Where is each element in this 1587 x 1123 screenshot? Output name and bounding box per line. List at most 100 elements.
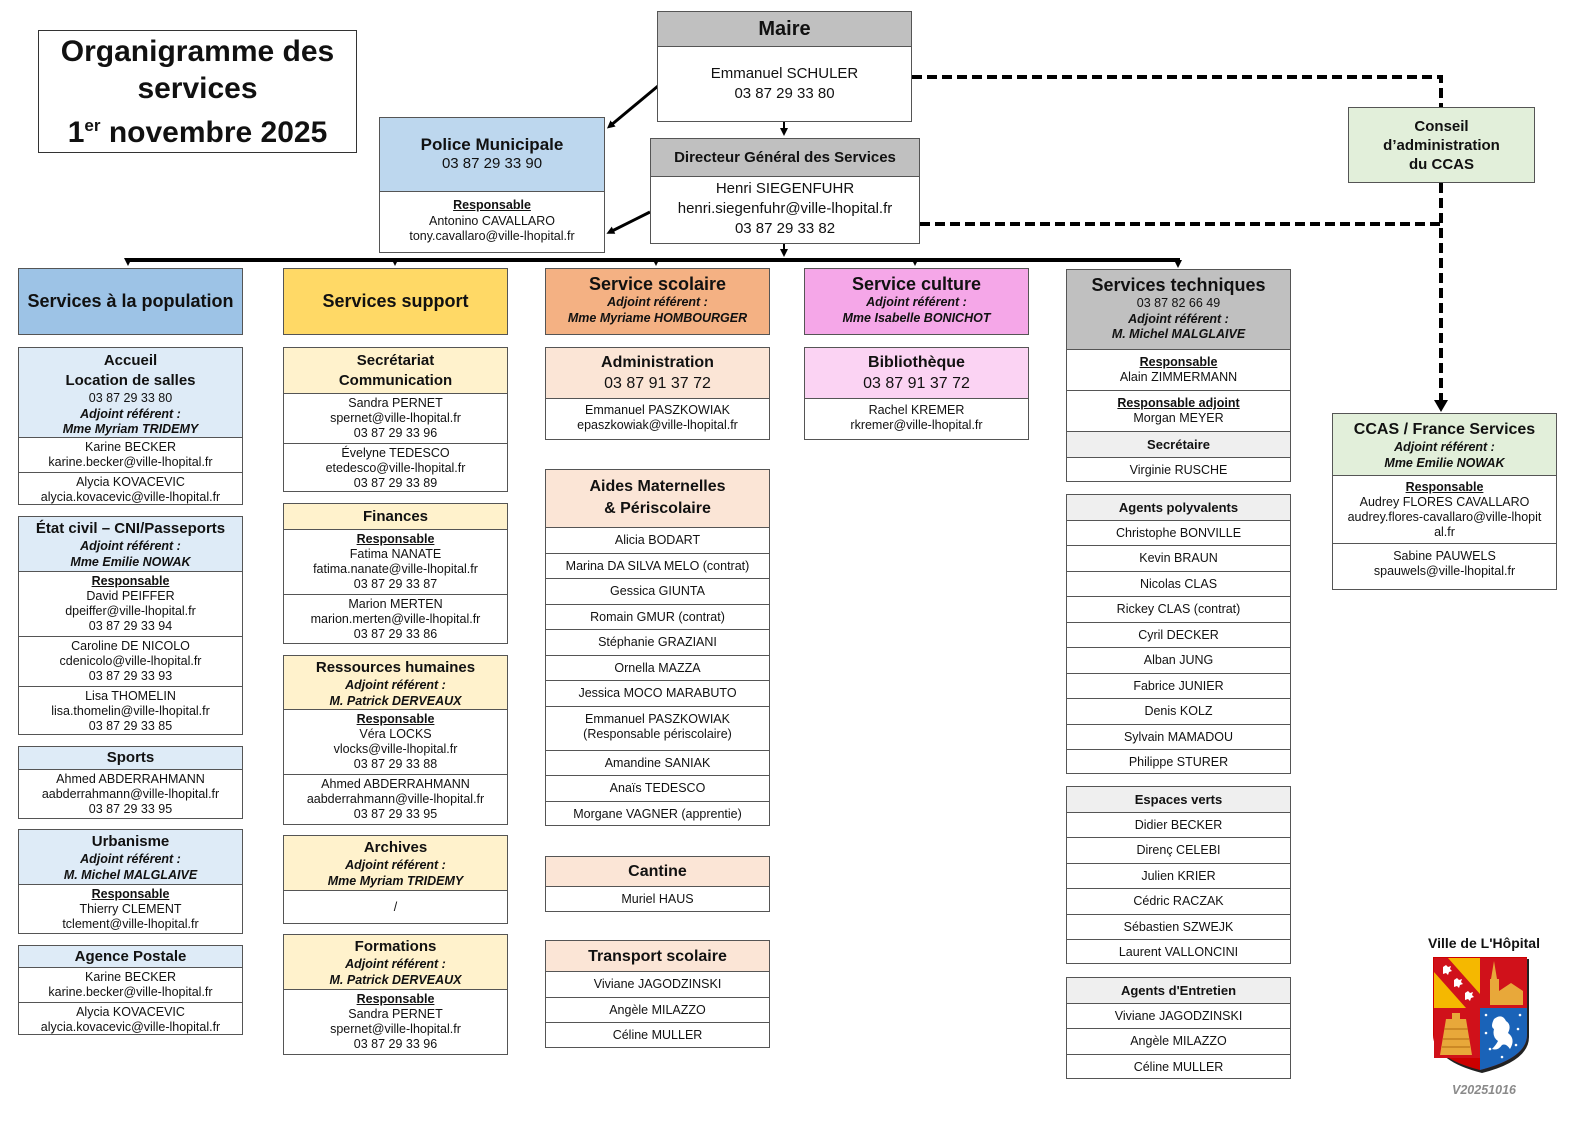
polyvalents-person: Sylvain MAMADOU xyxy=(1067,725,1290,750)
techniques-phone: 03 87 82 66 49 xyxy=(1136,296,1221,310)
rh-box: Ressources humaines Adjoint référent : M… xyxy=(283,655,508,825)
etat-civil-person: Responsable David PEIFFER dpeiffer@ville… xyxy=(19,572,242,637)
person-email[interactable]: epaszkowiak@ville-lhopital.fr xyxy=(577,418,738,432)
archives-adjoint: Mme Myriam TRIDEMY xyxy=(327,873,464,888)
techniques-secretaire: Virginie RUSCHE xyxy=(1129,462,1228,477)
person-email[interactable]: spernet@ville-lhopital.fr xyxy=(330,1022,461,1036)
etat-civil-person: Caroline DE NICOLO cdenicolo@ville-lhopi… xyxy=(19,637,242,687)
ccas-person: Sabine PAUWELS spauwels@ville-lhopital.f… xyxy=(1333,544,1556,581)
person-email[interactable]: tclement@ville-lhopital.fr xyxy=(62,917,199,931)
rh-title: Ressources humaines xyxy=(315,659,476,676)
accueil-title-1: Accueil xyxy=(103,352,158,369)
person-email[interactable]: spauwels@ville-lhopital.fr xyxy=(1373,564,1516,578)
aides-person: Stéphanie GRAZIANI xyxy=(546,630,769,656)
accueil-phone: 03 87 29 33 80 xyxy=(88,391,173,405)
person-phone: 03 87 29 33 96 xyxy=(353,1037,438,1051)
aides-person: Jessica MOCO MARABUTO xyxy=(546,681,769,707)
person-name: Alain ZIMMERMANN xyxy=(1119,370,1238,384)
techniques-adjoint-label: Adjoint référent : xyxy=(1128,311,1229,326)
formations-adjoint-label: Adjoint référent : xyxy=(345,957,446,971)
ccas-adjoint-label: Adjoint référent : xyxy=(1394,440,1495,454)
ccas-box: CCAS / France Services Adjoint référent … xyxy=(1332,413,1557,590)
person-email[interactable]: audrey.flores-cavallaro@ville-lhopital.f… xyxy=(1347,510,1542,539)
agence-person: Karine BECKER karine.becker@ville-lhopit… xyxy=(19,968,242,1003)
polyvalents-person: Fabrice JUNIER xyxy=(1067,674,1290,699)
transport-box: Transport scolaire Viviane JAGODZINSKI A… xyxy=(545,940,770,1048)
person-email[interactable]: karine.becker@ville-lhopital.fr xyxy=(48,985,213,999)
espaces-verts-person: Cédric RACZAK xyxy=(1067,889,1290,915)
polyvalents-person: Kevin BRAUN xyxy=(1067,546,1290,572)
conseil-ccas-box: Conseil d’administration du CCAS xyxy=(1348,107,1535,183)
polyvalents-person: Rickey CLAS (contrat) xyxy=(1067,597,1290,623)
etat-civil-title: État civil – CNI/Passeports xyxy=(35,520,226,537)
bibliotheque-box: Bibliothèque 03 87 91 37 72 Rachel KREME… xyxy=(804,347,1029,440)
role-label: Responsable xyxy=(1139,355,1218,369)
etat-civil-person: Lisa THOMELIN lisa.thomelin@ville-lhopit… xyxy=(19,687,242,736)
person-name: Karine BECKER xyxy=(84,440,176,454)
conseil-line-1: Conseil xyxy=(1414,118,1469,135)
police-name: Antonino CAVALLARO xyxy=(429,213,555,228)
person-phone: 03 87 29 33 85 xyxy=(88,719,173,733)
person-name: Sandra PERNET xyxy=(348,1007,443,1021)
person-email[interactable]: etedesco@ville-lhopital.fr xyxy=(325,461,466,475)
secretariat-box: Secrétariat Communication Sandra PERNET … xyxy=(283,347,508,492)
person-email[interactable]: alycia.kovacevic@ville-lhopital.fr xyxy=(40,1020,221,1034)
person-name: Karine BECKER xyxy=(84,970,176,984)
espaces-verts-person: Didier BECKER xyxy=(1067,813,1290,838)
aides-person: Ornella MAZZA xyxy=(546,656,769,681)
person-email[interactable]: alycia.kovacevic@ville-lhopital.fr xyxy=(40,490,221,504)
person-email[interactable]: fatima.nanate@ville-lhopital.fr xyxy=(313,562,478,576)
dgs-phone: 03 87 29 33 82 xyxy=(734,220,836,237)
person-email[interactable]: rkremer@ville-lhopital.fr xyxy=(850,418,983,432)
police-email[interactable]: tony.cavallaro@ville-lhopital.fr xyxy=(409,229,575,243)
dgs-email[interactable]: henri.siegenfuhr@ville-lhopital.fr xyxy=(677,200,893,217)
aides-person: Morgane VAGNER (apprentie) xyxy=(573,806,742,821)
ccas-person: Responsable Audrey FLORES CAVALLARO audr… xyxy=(1333,476,1556,544)
cantine-title: Cantine xyxy=(546,857,769,887)
finances-box: Finances Responsable Fatima NANATE fatim… xyxy=(283,503,508,644)
secretariat-title-1: Secrétariat xyxy=(356,352,435,369)
techniques-adjoint: M. Michel MALGLAIVE xyxy=(1111,327,1246,341)
person-email[interactable]: vlocks@ville-lhopital.fr xyxy=(333,742,458,756)
police-title: Police Municipale xyxy=(420,135,564,154)
polyvalents-person: Christophe BONVILLE xyxy=(1067,521,1290,546)
techniques-secretaire-label: Secrétaire xyxy=(1067,432,1290,458)
formations-adjoint: M. Patrick DERVEAUX xyxy=(329,972,462,987)
person-email[interactable]: aabderrahmann@ville-lhopital.fr xyxy=(306,792,485,806)
scolaire-header: Service scolaire Adjoint référent : Mme … xyxy=(545,268,770,335)
polyvalents-person: Denis KOLZ xyxy=(1067,699,1290,725)
role-label: Responsable xyxy=(356,992,435,1006)
person-email[interactable]: lisa.thomelin@ville-lhopital.fr xyxy=(51,704,210,718)
ccas-adjoint: Mme Emilie NOWAK xyxy=(1384,455,1505,470)
person-name: Audrey FLORES CAVALLARO xyxy=(1359,495,1530,509)
cantine-person: Muriel HAUS xyxy=(621,892,694,906)
administration-phone: 03 87 91 37 72 xyxy=(604,375,711,392)
techniques-responsable-adjoint: Responsable adjoint Morgan MEYER xyxy=(1067,391,1290,432)
person-email[interactable]: aabderrahmann@ville-lhopital.fr xyxy=(41,787,220,801)
scolaire-adjoint: Mme Myriame HOMBOURGER xyxy=(567,310,748,325)
espaces-verts-title: Espaces verts xyxy=(1067,787,1290,813)
urbanisme-box: Urbanisme Adjoint référent : M. Michel M… xyxy=(18,829,243,934)
person-email[interactable]: spernet@ville-lhopital.fr xyxy=(330,411,461,425)
secretariat-person: Sandra PERNET spernet@ville-lhopital.fr … xyxy=(284,394,507,444)
person-email[interactable]: karine.becker@ville-lhopital.fr xyxy=(48,455,213,469)
title-date: 1er novembre 2025 xyxy=(68,107,328,151)
connector-maire-ccas xyxy=(912,75,1443,108)
person-email[interactable]: dpeiffer@ville-lhopital.fr xyxy=(65,604,196,618)
person-email[interactable]: cdenicolo@ville-lhopital.fr xyxy=(59,654,202,668)
connector-dgs-police xyxy=(606,210,651,234)
dgs-title: Directeur Général des Services xyxy=(651,139,919,177)
archives-empty: / xyxy=(393,900,398,914)
accueil-person: Karine BECKER karine.becker@ville-lhopit… xyxy=(19,438,242,473)
person-email[interactable]: marion.merten@ville-lhopital.fr xyxy=(310,612,481,626)
role-label: Responsable xyxy=(91,574,170,588)
person-phone: 03 87 29 33 86 xyxy=(353,627,438,641)
techniques-responsable: Responsable Alain ZIMMERMANN xyxy=(1067,350,1290,391)
culture-adjoint-label: Adjoint référent : xyxy=(866,295,967,309)
espaces-verts-person: Sébastien SZWEJK xyxy=(1067,915,1290,940)
espaces-verts-box: Espaces verts Didier BECKER Direnç CELEB… xyxy=(1066,786,1291,964)
person-name: Marion MERTEN xyxy=(348,597,443,611)
etat-civil-box: État civil – CNI/Passeports Adjoint réfé… xyxy=(18,516,243,735)
secretariat-title-2: Communication xyxy=(338,372,453,389)
